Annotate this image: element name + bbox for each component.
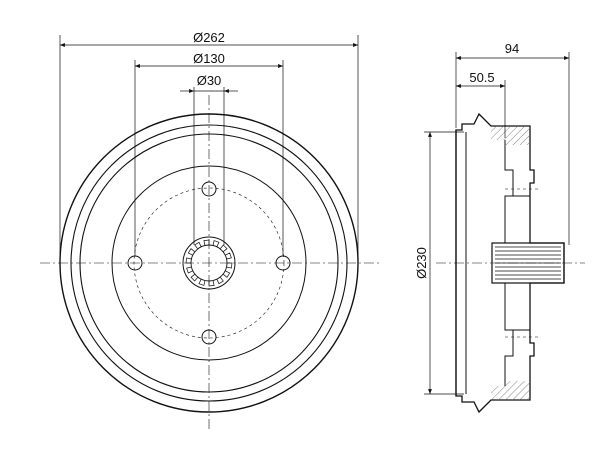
hub-outer-circle: [182, 236, 236, 290]
dim-text-130: Ø130: [193, 51, 225, 66]
spline-tooth: [212, 240, 220, 247]
spline-tooth: [194, 241, 202, 250]
hub-spline-lines: [495, 246, 561, 280]
drum-inner-circle: [79, 133, 339, 393]
spline-tooth: [219, 244, 228, 253]
hub-spline-teeth: [185, 239, 233, 287]
spline-tooth: [226, 262, 233, 269]
bolt-circle: [133, 187, 285, 339]
spline-tooth: [222, 270, 231, 278]
bolt-hole-top: [201, 181, 217, 197]
drum-wall-hatch-bottom: [491, 381, 530, 400]
drum-face-circle: [111, 165, 307, 361]
spline-tooth: [198, 279, 206, 286]
dim-text-505: 50.5: [469, 70, 494, 85]
drum-wall-hatch-top: [491, 126, 530, 145]
spline-tooth: [225, 252, 232, 260]
front-view: Ø262 Ø130 Ø30: [40, 30, 380, 432]
dim-text-262: Ø262: [193, 30, 225, 45]
hub-section-rect: [491, 242, 565, 284]
spline-tooth: [190, 273, 199, 282]
drum-rim-circle: [70, 124, 348, 402]
flange-step-bottom: [504, 283, 514, 386]
spline-tooth: [185, 257, 192, 264]
dim-text-230: Ø230: [414, 247, 429, 279]
bolt-hole-bottom: [201, 329, 217, 345]
side-view: 94 50.5 Ø230: [414, 41, 585, 414]
spline-tooth: [187, 248, 196, 256]
flange-step-top: [504, 140, 514, 243]
spline-tooth: [208, 280, 215, 287]
dim-text-30: Ø30: [197, 73, 222, 88]
spline-tooth: [186, 266, 193, 274]
spline-tooth: [203, 239, 210, 246]
spline-tooth: [216, 276, 224, 285]
dim-text-94: 94: [505, 41, 519, 56]
